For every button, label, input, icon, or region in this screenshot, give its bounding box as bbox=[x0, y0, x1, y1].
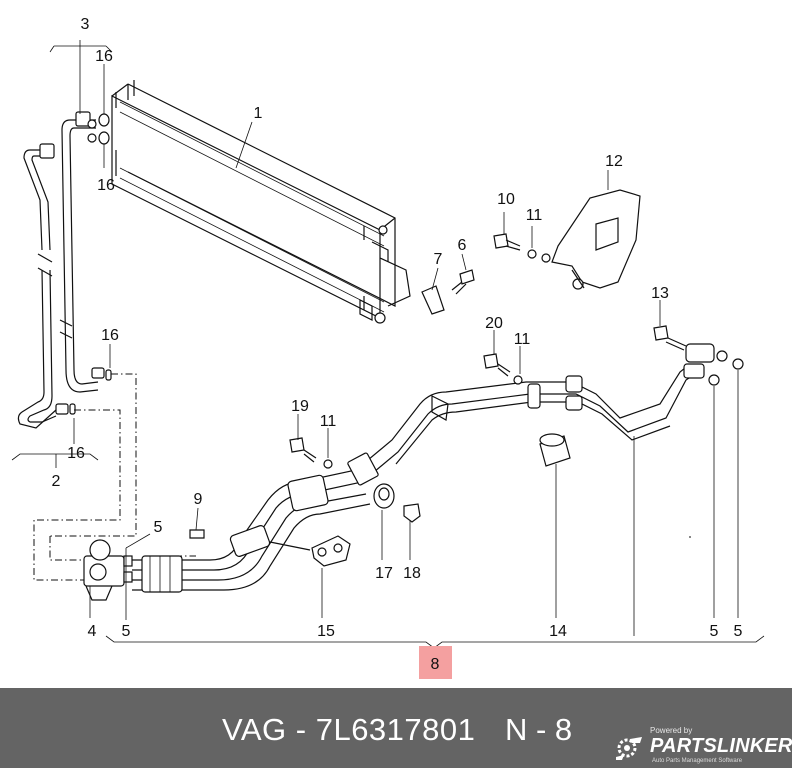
footer-bar bbox=[0, 688, 792, 768]
oil-cooler bbox=[111, 80, 411, 324]
callout-4: 4 bbox=[88, 623, 97, 640]
callout-11-a: 11 bbox=[526, 207, 543, 224]
callout-8: 8 bbox=[431, 656, 440, 673]
callout-7: 7 bbox=[434, 251, 443, 268]
callout-5-d: 5 bbox=[734, 623, 743, 640]
gear-car-icon bbox=[616, 737, 642, 760]
bush-14 bbox=[539, 433, 571, 467]
callout-8-highlight bbox=[419, 646, 452, 679]
callout-2: 2 bbox=[52, 473, 61, 490]
callout-20: 20 bbox=[485, 315, 503, 332]
callout-5-b: 5 bbox=[122, 623, 131, 640]
bolts bbox=[189, 233, 687, 539]
grommet-17 bbox=[373, 483, 395, 509]
diagram-reference: N - 8 bbox=[505, 712, 573, 747]
callout-5-a: 5 bbox=[154, 519, 163, 536]
callout-12: 12 bbox=[605, 153, 623, 170]
callout-14: 14 bbox=[549, 623, 567, 640]
logo-name: PARTSLINKER bbox=[650, 735, 792, 757]
bracket-12 bbox=[551, 189, 641, 290]
callout-5-c: 5 bbox=[710, 623, 719, 640]
callout-16-mid: 16 bbox=[97, 177, 115, 194]
logo-tagline: Auto Parts Management Software bbox=[652, 758, 743, 764]
logo-powered-by: Powered by bbox=[650, 726, 693, 735]
partslinker-logo[interactable]: Powered by PARTSLINKER Auto Parts Manage… bbox=[612, 726, 792, 764]
hose-assembly bbox=[132, 343, 744, 593]
callout-9: 9 bbox=[194, 491, 203, 508]
callout-16-top: 16 bbox=[95, 48, 113, 65]
washers-16 bbox=[69, 113, 112, 415]
pipe-group-3 bbox=[17, 111, 105, 429]
callout-1: 1 bbox=[254, 105, 263, 122]
connector-block-4 bbox=[83, 539, 133, 601]
callout-19: 19 bbox=[291, 398, 309, 415]
callout-11-c: 11 bbox=[320, 413, 337, 430]
callout-16-c: 16 bbox=[101, 327, 119, 344]
callout-3: 3 bbox=[81, 16, 90, 33]
callout-11-b: 11 bbox=[514, 331, 531, 348]
parts-diagram: 3 16 16 1 12 10 11 7 6 13 20 11 16 19 11… bbox=[11, 16, 765, 679]
callout-18: 18 bbox=[403, 565, 421, 582]
callout-16-d: 16 bbox=[67, 445, 85, 462]
clip-18 bbox=[403, 503, 421, 523]
callout-13: 13 bbox=[651, 285, 669, 302]
clamp-15 bbox=[269, 535, 351, 567]
callout-6: 6 bbox=[458, 237, 467, 254]
callout-10: 10 bbox=[497, 191, 515, 208]
part-number-title: VAG - 7L6317801 bbox=[222, 712, 476, 747]
callout-17: 17 bbox=[375, 565, 393, 582]
callout-15: 15 bbox=[317, 623, 335, 640]
